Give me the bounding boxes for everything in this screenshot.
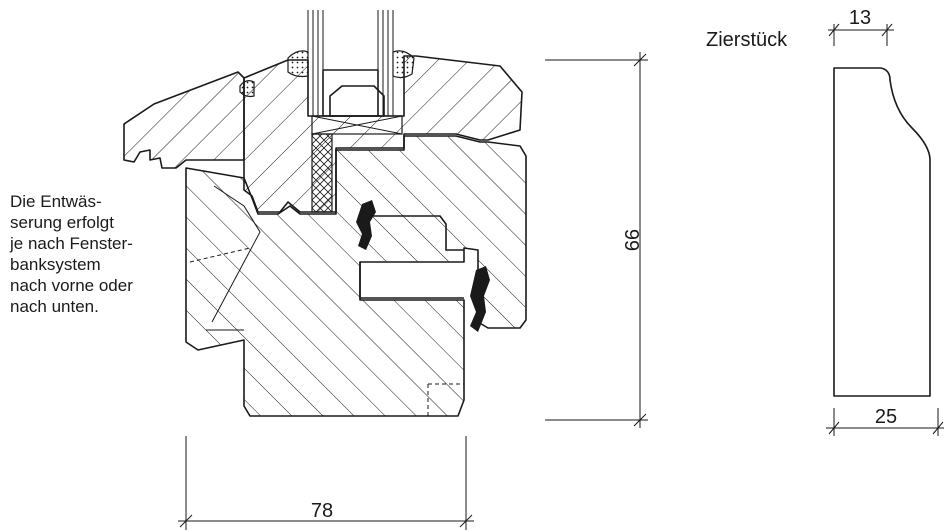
glass-panes [307,10,394,117]
frame-width-label: 78 [311,500,333,522]
dimension-frame-width: 78 [178,436,474,530]
glazing-block [311,85,403,213]
rubber-seals [356,200,490,332]
zierstueck-top-width-label: 13 [849,7,871,29]
frame-profile [185,135,527,417]
drainage-note-line: serung erfolgt [10,213,114,232]
drainage-note: Die Entwäs- serung erfolgt je nach Fenst… [10,191,190,317]
drainage-note-line: Die Entwäs- [10,192,102,211]
zierstueck-label: Zierstück [706,29,788,51]
drainage-note-line: je nach Fenster- [10,234,133,253]
drainage-note-line: nach vorne oder [10,276,133,295]
zierstueck-bottom-width-label: 25 [875,406,897,428]
frame-height-label: 99 [620,229,642,251]
dimension-frame-height: 99 [545,52,648,428]
zierstueck-detail: Zierstück 13 25 [706,7,944,436]
drainage-note-line: nach unten. [10,297,99,316]
glazing-bead-left [123,71,245,169]
drainage-note-line: banksystem [10,255,101,274]
